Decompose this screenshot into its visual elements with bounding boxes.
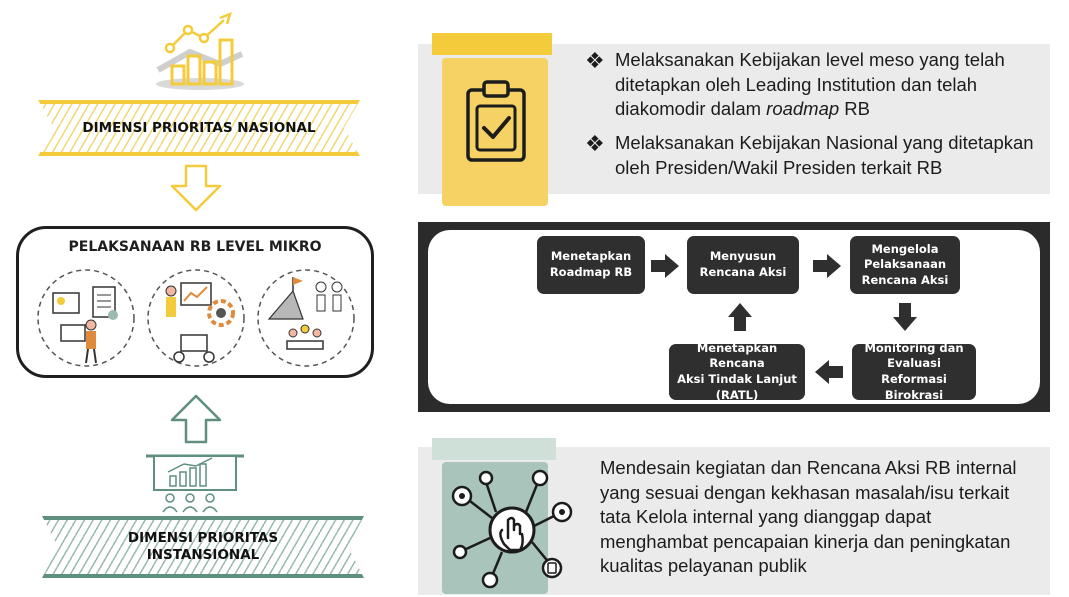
institutional-priority-label-line2: INSTANSIONAL xyxy=(146,547,260,563)
diamond-bullet-icon: ❖ xyxy=(585,48,605,73)
right-arrow-icon xyxy=(813,254,841,278)
teamwork-illustration-icon xyxy=(37,269,355,367)
clipboard-check-icon xyxy=(466,80,526,162)
left-arrow-icon xyxy=(815,360,843,384)
green-tab xyxy=(432,438,556,460)
down-arrow-icon xyxy=(170,164,222,212)
process-step-5: Menetapkan Rencana Aksi Tindak Lanjut (R… xyxy=(669,341,805,402)
bullet-item: ❖ Melaksanakan Kebijakan level meso yang… xyxy=(585,48,1040,122)
micro-level-title: PELAKSANAAN RB LEVEL MIKRO xyxy=(68,239,322,255)
institutional-priority-banner: DIMENSI PRIORITAS INSTANSIONAL xyxy=(42,516,364,578)
bullet-item: ❖ Melaksanakan Kebijakan Nasional yang d… xyxy=(585,131,1040,180)
institutional-description: Mendesain kegiatan dan Rencana Aksi RB i… xyxy=(600,457,1017,576)
growth-chart-icon xyxy=(156,12,244,90)
down-arrow-icon xyxy=(893,303,917,331)
process-step-4: Monitoring dan Evaluasi Reformasi Birokr… xyxy=(852,341,976,402)
micro-level-box: PELAKSANAAN RB LEVEL MIKRO xyxy=(16,226,374,378)
institutional-priority-label-line1: DIMENSI PRIORITAS xyxy=(127,530,279,547)
up-arrow-icon xyxy=(170,394,222,444)
process-step-1: Menetapkan Roadmap RB xyxy=(537,236,645,294)
bullet-text: Melaksanakan Kebijakan Nasional yang dit… xyxy=(615,132,1034,178)
network-touch-icon xyxy=(451,469,573,589)
national-priority-banner: DIMENSI PRIORITAS NASIONAL xyxy=(38,100,360,156)
process-step-2: Menyusun Rencana Aksi xyxy=(687,236,799,294)
up-arrow-icon xyxy=(728,303,752,331)
bullet-text: Melaksanakan Kebijakan level meso yang t… xyxy=(615,49,1005,119)
diamond-bullet-icon: ❖ xyxy=(585,131,605,156)
process-step-3: Mengelola Pelaksanaan Rencana Aksi xyxy=(850,236,960,294)
presentation-audience-icon xyxy=(146,454,244,513)
yellow-tab xyxy=(432,33,552,55)
right-arrow-icon xyxy=(651,254,679,278)
national-priority-label: DIMENSI PRIORITAS NASIONAL xyxy=(82,119,316,136)
